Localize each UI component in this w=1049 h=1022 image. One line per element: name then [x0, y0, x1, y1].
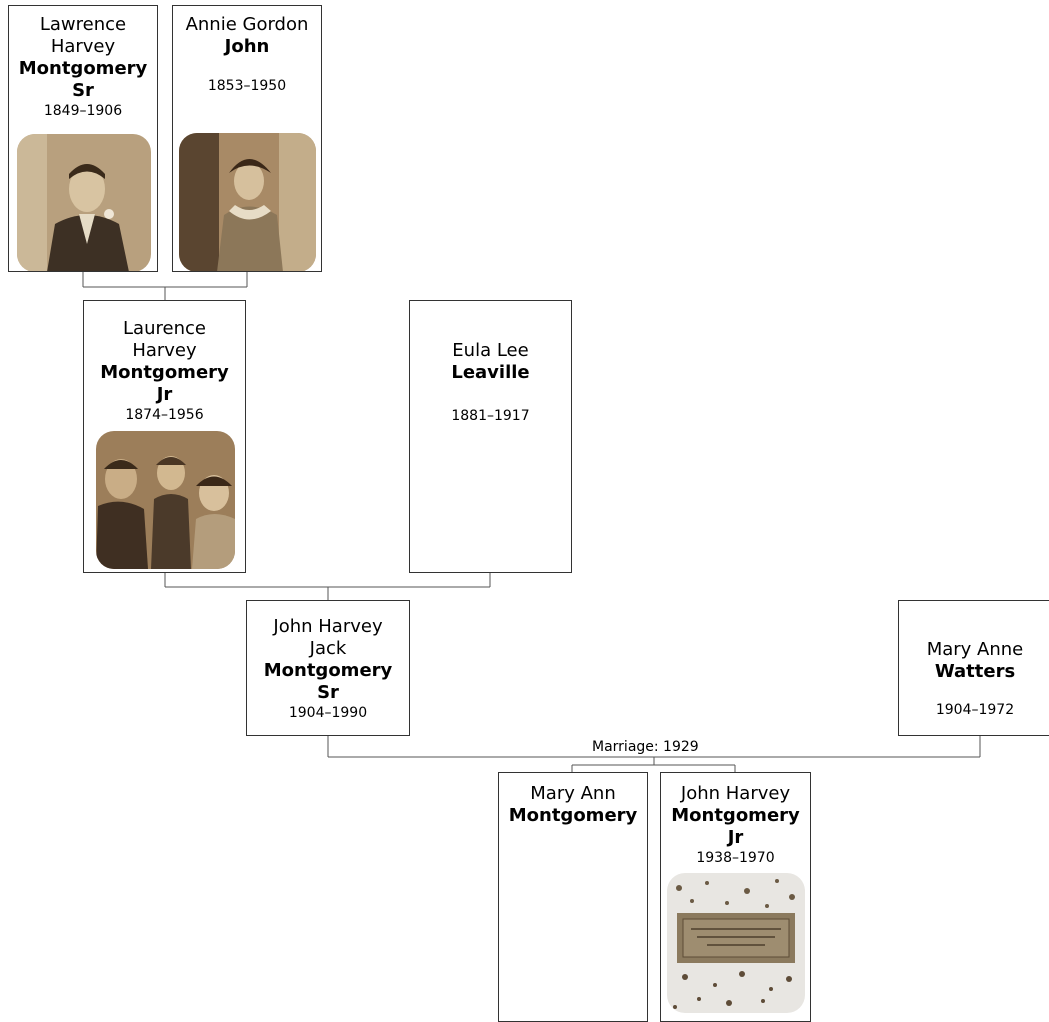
person-card-eula-lee-leaville[interactable]: Eula Lee Leaville 1881–1917 — [409, 300, 572, 573]
portrait-photo[interactable] — [17, 134, 151, 271]
person-card-lawrence-harvey-montgomery-sr[interactable]: Lawrence Harvey Montgomery Sr 1849–1906 — [8, 5, 158, 272]
person-card-annie-gordon-john[interactable]: Annie Gordon John 1853–1950 — [172, 5, 322, 272]
given-name: John Harvey — [680, 783, 791, 804]
given-name: John Harvey — [273, 616, 383, 637]
surname: Leaville — [451, 362, 530, 383]
life-years: 1938–1970 — [696, 850, 775, 866]
life-years: 1904–1990 — [288, 705, 368, 721]
given-name: Mary Anne — [926, 639, 1024, 660]
surname: Montgomery — [263, 660, 393, 681]
surname-suffix: Sr — [317, 682, 339, 703]
grave-photo[interactable] — [667, 873, 805, 1013]
surname: Montgomery — [671, 805, 800, 826]
person-card-john-harvey-jack-montgomery-sr[interactable]: John Harvey Jack Montgomery Sr 1904–1990 — [246, 600, 410, 736]
person-card-laurence-harvey-montgomery-jr[interactable]: Laurence Harvey Montgomery Jr 1874–1956 — [83, 300, 246, 573]
portrait-photo[interactable] — [96, 431, 235, 569]
man-portrait-sepia-icon — [17, 134, 151, 271]
given-name: Annie Gordon — [185, 14, 309, 35]
given-name: Eula Lee — [452, 340, 529, 361]
surname: Montgomery — [100, 362, 229, 383]
portrait-photo[interactable] — [179, 133, 316, 271]
given-name: Mary Ann — [530, 783, 616, 804]
surname: Montgomery — [508, 805, 638, 826]
surname-suffix: Jr — [727, 827, 744, 848]
woman-portrait-sepia-icon — [179, 133, 316, 271]
surname-suffix: Sr — [72, 80, 94, 101]
surname: Montgomery — [18, 58, 148, 79]
given-name: Laurence — [123, 318, 206, 339]
person-card-mary-anne-watters[interactable]: Mary Anne Watters 1904–1972 — [898, 600, 1049, 736]
given-name: Harvey — [50, 36, 116, 57]
life-years: 1853–1950 — [207, 78, 287, 94]
surname: John — [224, 36, 270, 57]
marriage-label: Marriage: 1929 — [590, 739, 701, 755]
surname-suffix: Jr — [156, 384, 173, 405]
family-group-sepia-icon — [96, 431, 235, 569]
life-years: 1881–1917 — [451, 408, 530, 424]
life-years: 1904–1972 — [935, 702, 1015, 718]
person-card-john-harvey-montgomery-jr[interactable]: John Harvey Montgomery Jr 1938–1970 — [660, 772, 811, 1022]
grave-marker-snow-icon — [667, 873, 805, 1013]
given-name: Lawrence — [39, 14, 127, 35]
given-name: Harvey — [132, 340, 197, 361]
surname: Watters — [934, 661, 1016, 682]
life-years: 1849–1906 — [43, 103, 123, 119]
person-card-mary-ann-montgomery[interactable]: Mary Ann Montgomery — [498, 772, 648, 1022]
given-name: Jack — [309, 638, 347, 659]
life-years: 1874–1956 — [125, 407, 204, 423]
